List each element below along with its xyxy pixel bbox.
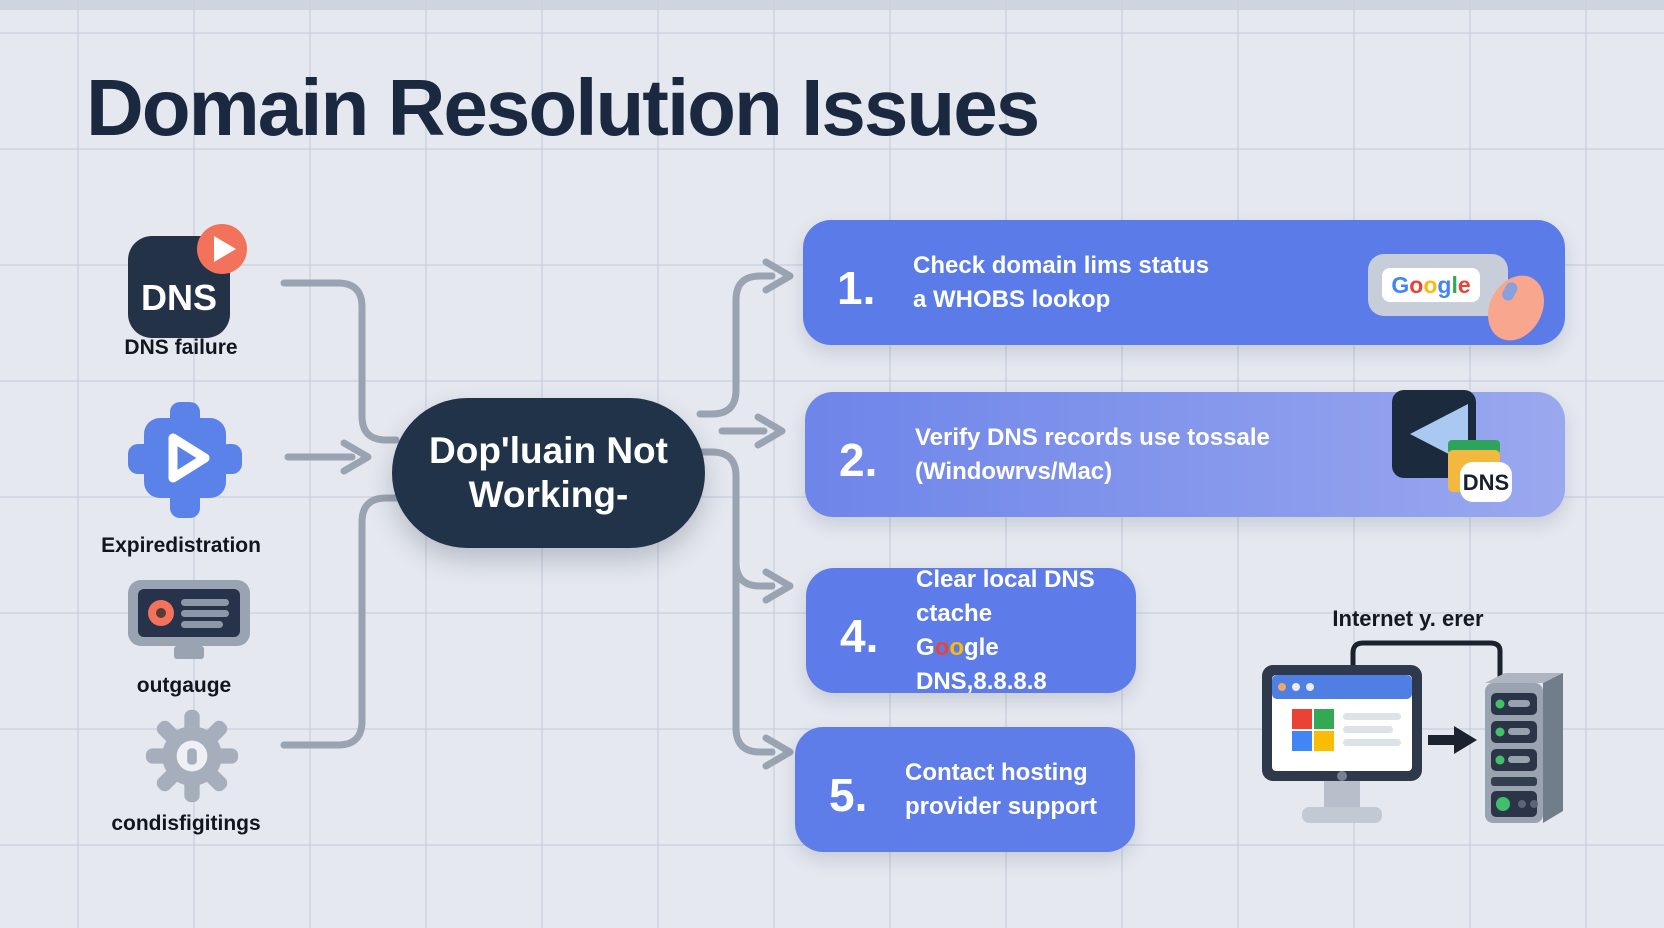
step-3-line1: Clear local DNS ctache bbox=[916, 565, 1095, 627]
gear-icon bbox=[144, 708, 240, 809]
step-1-number: 1. bbox=[837, 261, 876, 314]
page-title: Domain Resolution Issues bbox=[86, 63, 1040, 152]
connector-pill-to-step1 bbox=[696, 272, 776, 418]
step-1-text: Check domain lims status a WHOBS lookop bbox=[913, 249, 1209, 317]
google-search-button: Google bbox=[1368, 254, 1568, 349]
label-bracket bbox=[1350, 640, 1503, 682]
arrowhead-step1 bbox=[762, 258, 794, 294]
cause-label-outage: outgauge bbox=[136, 674, 232, 697]
step-4-line1: Contact hosting bbox=[905, 758, 1088, 786]
step-4-card: 5. Contact hosting provider support bbox=[795, 727, 1135, 852]
step-2-text: Verify DNS records use tossale (Windowrv… bbox=[915, 421, 1270, 489]
google-wordmark: Google bbox=[1391, 271, 1471, 298]
step-2-line2: (Windowrvs/Mac) bbox=[915, 457, 1113, 485]
step-3-line2: Google DNS,8.8.8.8 bbox=[916, 633, 1047, 695]
step-4-text: Contact hosting provider support bbox=[905, 756, 1097, 824]
step-1-line1: Check domain lims status bbox=[913, 251, 1210, 279]
server-icon bbox=[1485, 673, 1563, 823]
right-arrow-icon bbox=[1428, 726, 1477, 754]
svg-text:DNS: DNS bbox=[141, 277, 217, 318]
connector-settings-to-pill bbox=[280, 494, 400, 749]
step-4-number: 5. bbox=[829, 768, 868, 821]
step-3-card: 4. Clear local DNS ctache Google DNS,8.8… bbox=[806, 566, 1136, 695]
puzzle-play-icon bbox=[126, 390, 244, 527]
center-node-line2: Working- bbox=[468, 474, 629, 515]
arrowhead-step4 bbox=[762, 734, 794, 770]
google-logo: Google bbox=[1382, 268, 1480, 302]
step-2-line1: Verify DNS records use tossale bbox=[915, 423, 1270, 451]
arrowhead-step3 bbox=[762, 568, 794, 604]
arrowhead-expired bbox=[340, 439, 372, 475]
step-2-number: 2. bbox=[839, 433, 878, 486]
connector-dns-to-pill bbox=[280, 279, 400, 444]
cause-label-expired: Expiredistration bbox=[101, 534, 261, 557]
center-node-line1: Dop'luain Not bbox=[429, 430, 668, 471]
top-edge-strip bbox=[0, 0, 1664, 10]
step-1-line2: a WHOBS lookop bbox=[913, 285, 1111, 313]
connector-branch-step3 bbox=[732, 558, 776, 590]
svg-text:DNS: DNS bbox=[1463, 470, 1509, 495]
computer-to-server-illustration bbox=[1262, 640, 1563, 823]
cause-label-dns-failure: DNS failure bbox=[124, 336, 238, 359]
internet-server-label: Internet y. erer bbox=[1332, 606, 1484, 631]
arrowhead-step2 bbox=[754, 413, 786, 449]
mouse-icon bbox=[1488, 275, 1544, 341]
dns-failure-icon: DNS bbox=[126, 222, 250, 347]
step-3-number: 4. bbox=[840, 609, 879, 662]
cause-label-settings: condisfigitings bbox=[111, 812, 261, 835]
connector-pill-to-step4 bbox=[696, 448, 776, 756]
monitor-alert-icon bbox=[126, 578, 254, 669]
monitor-icon bbox=[1262, 665, 1422, 823]
step-4-line2: provider support bbox=[905, 792, 1098, 820]
step-3-text: Clear local DNS ctache Google DNS,8.8.8.… bbox=[916, 563, 1136, 699]
dns-folder-icon: DNS bbox=[1378, 384, 1512, 515]
center-node: Dop'luain Not Working- bbox=[392, 398, 705, 548]
